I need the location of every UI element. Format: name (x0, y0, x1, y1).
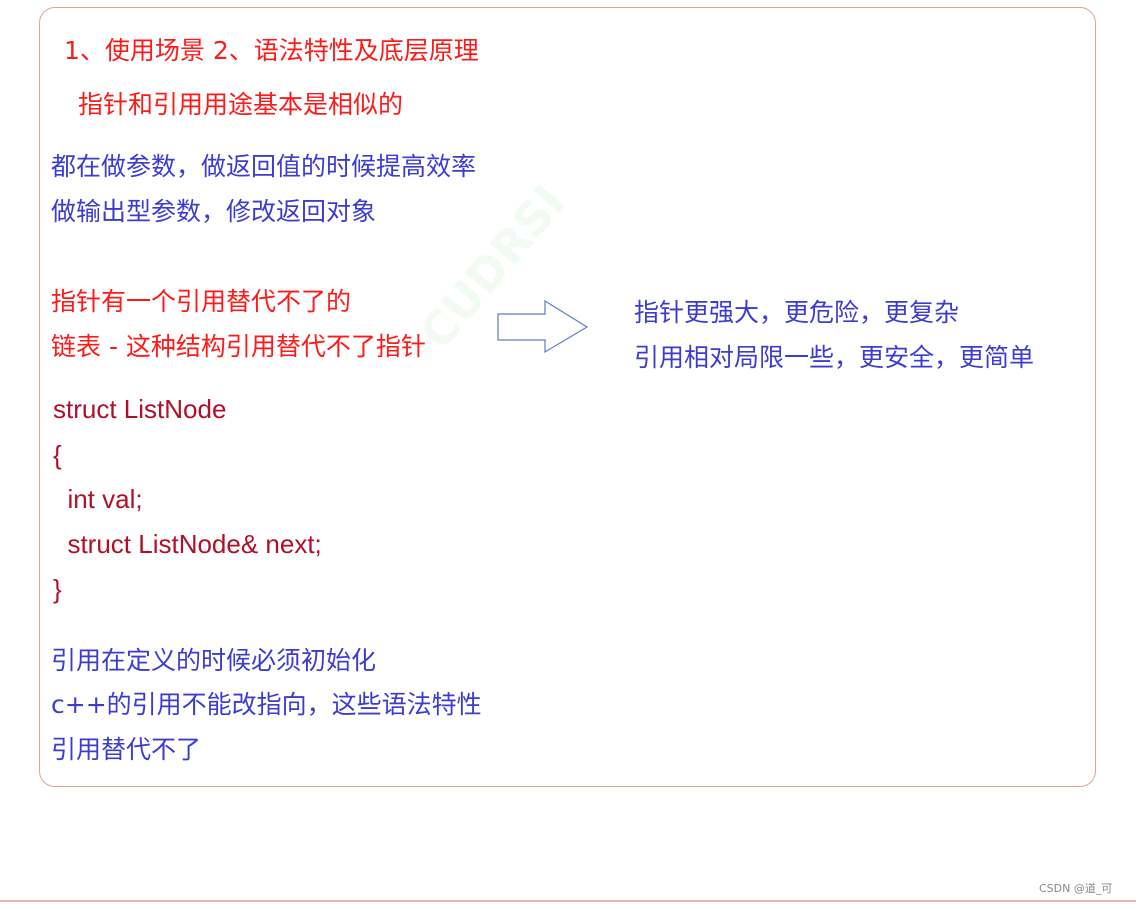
code-line-2: { (53, 440, 62, 470)
code-line-5: } (53, 574, 62, 604)
comparison-line-2: 引用相对局限一些，更安全，更简单 (634, 343, 1035, 372)
right-arrow-outline-icon (497, 300, 589, 354)
trait-line-3: 引用替代不了 (51, 735, 202, 764)
code-line-1: struct ListNode (53, 394, 227, 424)
trait-line-1: 引用在定义的时候必须初始化 (51, 646, 377, 675)
code-line-3: int val; (53, 484, 143, 514)
trait-line-2: c++的引用不能改指向，这些语法特性 (51, 690, 482, 719)
heading: 1、使用场景 2、语法特性及底层原理 (64, 36, 479, 65)
pointer-only-line-2: 链表 - 这种结构引用替代不了指针 (51, 332, 426, 361)
pointer-only-line-1: 指针有一个引用替代不了的 (51, 287, 352, 316)
note-panel (39, 7, 1096, 787)
footer-credit: CSDN @道_可 (1039, 882, 1113, 895)
comparison-line-1: 指针更强大，更危险，更复杂 (634, 298, 960, 327)
use-line-1: 都在做参数，做返回值的时候提高效率 (51, 152, 477, 181)
code-line-4: struct ListNode& next; (53, 529, 322, 559)
subheading: 指针和引用用途基本是相似的 (78, 90, 404, 119)
use-line-2: 做输出型参数，修改返回对象 (51, 197, 377, 226)
footer-divider (0, 900, 1136, 902)
